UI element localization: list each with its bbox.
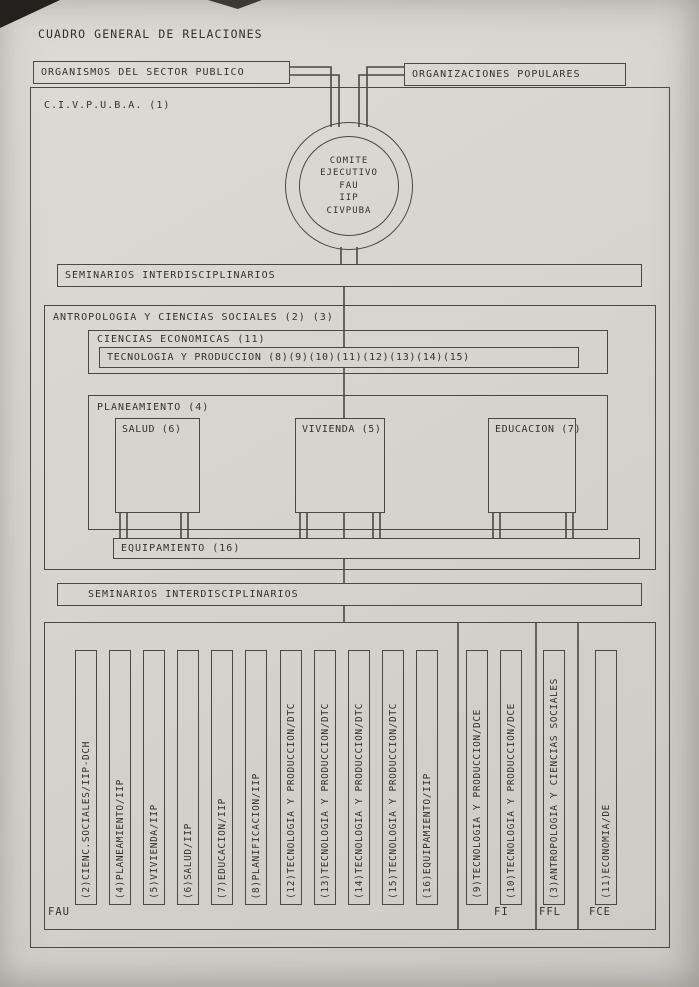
column-label: (10)TECNOLOGIA Y PRODUCCION/DCE — [505, 703, 517, 899]
box-planeamiento: PLANEAMIENTO (4) — [88, 395, 608, 530]
column-11-economia: (11)ECONOMIA/DE — [595, 650, 617, 905]
tecnologia-label: TECNOLOGIA Y PRODUCCION (8)(9)(10)(11)(1… — [107, 352, 470, 363]
column-label: (5)VIVIENDA/IIP — [148, 804, 160, 899]
column-14-tecnologia-dtc: (14)TECNOLOGIA Y PRODUCCION/DTC — [348, 650, 370, 905]
seminars-top-label: SEMINARIOS INTERDISCIPLINARIOS — [65, 270, 276, 281]
column-label: (11)ECONOMIA/DE — [600, 804, 612, 899]
column-8-planificacion: (8)PLANIFICACION/IIP — [245, 650, 267, 905]
planeamiento-label: PLANEAMIENTO (4) — [97, 402, 210, 413]
column-label: (9)TECNOLOGIA Y PRODUCCION/DCE — [471, 709, 483, 899]
organismos-label: ORGANISMOS DEL SECTOR PUBLICO — [41, 67, 245, 78]
committee-line-2: EJECUTIVO — [320, 168, 378, 179]
equipamiento-label: EQUIPAMIENTO (16) — [121, 543, 241, 554]
seminars-bar-bottom: SEMINARIOS INTERDISCIPLINARIOS — [57, 583, 642, 606]
column-12-tecnologia-dtc: (12)TECNOLOGIA Y PRODUCCION/DTC — [280, 650, 302, 905]
organizaciones-label: ORGANIZACIONES POPULARES — [412, 69, 581, 80]
column-label: (16)EQUIPAMIENTO/IIP — [421, 772, 433, 899]
column-15-tecnologia-dtc: (15)TECNOLOGIA Y PRODUCCION/DTC — [382, 650, 404, 905]
committee-line-5: CIVPUBA — [326, 205, 372, 216]
connector-circle-to-seminars — [340, 247, 358, 264]
group-label-fce: FCE — [589, 906, 611, 918]
column-13-tecnologia-dtc: (13)TECNOLOGIA Y PRODUCCION/DTC — [314, 650, 336, 905]
seminars-bar-top: SEMINARIOS INTERDISCIPLINARIOS — [57, 264, 642, 287]
box-antropologia: ANTROPOLOGIA Y CIENCIAS SOCIALES (2) (3) — [44, 305, 656, 570]
antropologia-label: ANTROPOLOGIA Y CIENCIAS SOCIALES (2) (3) — [53, 312, 334, 323]
civpuba-label: C.I.V.P.U.B.A. (1) — [44, 100, 171, 111]
column-label: (7)EDUCACION/IIP — [216, 797, 228, 899]
box-equipamiento: EQUIPAMIENTO (16) — [113, 538, 640, 559]
box-educacion: EDUCACION (7) — [488, 418, 582, 513]
connector-educacion-legs — [492, 513, 574, 538]
connector-vivienda-legs — [299, 513, 381, 538]
page-title: CUADRO GENERAL DE RELACIONES — [38, 27, 263, 41]
scan-notch-artifact — [208, 0, 262, 9]
vivienda-label: VIVIENDA (5) — [302, 424, 382, 435]
column-label: (14)TECNOLOGIA Y PRODUCCION/DTC — [353, 703, 365, 899]
column-label: (13)TECNOLOGIA Y PRODUCCION/DTC — [319, 703, 331, 899]
column-6-salud: (6)SALUD/IIP — [177, 650, 199, 905]
group-label-fi: FI — [494, 906, 509, 918]
column-label: (3)ANTROPOLOGIA Y CIENCIAS SOCIALES — [548, 677, 560, 899]
column-label: (12)TECNOLOGIA Y PRODUCCION/DTC — [285, 703, 297, 899]
connector-right-box-to-circle — [358, 66, 404, 127]
box-ciencias-economicas: CIENCIAS ECONOMICAS (11) — [88, 330, 608, 374]
column-label: (2)CIENC.SOCIALES/IIP-DCH — [80, 741, 92, 899]
connector-left-box-to-circle — [290, 66, 340, 127]
group-label-ffl: FFL — [539, 906, 561, 918]
civpuba-main-frame — [30, 87, 670, 948]
column-10-tecnologia-dce: (10)TECNOLOGIA Y PRODUCCION/DCE — [500, 650, 522, 905]
connector-salud-legs — [119, 513, 189, 538]
committee-line-4: IIP — [339, 193, 359, 204]
committee-outer-ring — [285, 122, 413, 250]
column-7-educacion: (7)EDUCACION/IIP — [211, 650, 233, 905]
column-9-tecnologia-dce: (9)TECNOLOGIA Y PRODUCCION/DCE — [466, 650, 488, 905]
column-label: (6)SALUD/IIP — [182, 823, 194, 899]
column-2-cienc-sociales: (2)CIENC.SOCIALES/IIP-DCH — [75, 650, 97, 905]
column-label: (15)TECNOLOGIA Y PRODUCCION/DTC — [387, 703, 399, 899]
column-4-planeamiento: (4)PLANEAMIENTO/IIP — [109, 650, 131, 905]
box-organismos-sector-publico: ORGANISMOS DEL SECTOR PUBLICO — [33, 61, 290, 84]
box-vivienda: VIVIENDA (5) — [295, 418, 385, 513]
group-label-fau: FAU — [48, 906, 70, 918]
committee-line-1: COMITE — [329, 155, 369, 166]
committee-text: COMITE EJECUTIVO FAU IIP CIVPUBA — [320, 155, 378, 218]
box-organizaciones-populares: ORGANIZACIONES POPULARES — [404, 63, 626, 86]
committee-circle: COMITE EJECUTIVO FAU IIP CIVPUBA — [299, 136, 399, 236]
committee-line-3: FAU — [339, 180, 359, 191]
faculties-section — [44, 622, 656, 930]
box-tecnologia-produccion: TECNOLOGIA Y PRODUCCION (8)(9)(10)(11)(1… — [99, 347, 579, 368]
ciencias-economicas-label: CIENCIAS ECONOMICAS (11) — [97, 334, 266, 345]
column-5-vivienda: (5)VIVIENDA/IIP — [143, 650, 165, 905]
column-label: (4)PLANEAMIENTO/IIP — [114, 778, 126, 899]
column-3-antropologia: (3)ANTROPOLOGIA Y CIENCIAS SOCIALES — [543, 650, 565, 905]
column-16-equipamiento: (16)EQUIPAMIENTO/IIP — [416, 650, 438, 905]
column-label: (8)PLANIFICACION/IIP — [250, 772, 262, 899]
faculty-group-dividers — [457, 622, 579, 930]
seminars-bottom-label: SEMINARIOS INTERDISCIPLINARIOS — [88, 589, 299, 600]
salud-label: SALUD (6) — [122, 424, 182, 435]
box-salud: SALUD (6) — [115, 418, 200, 513]
educacion-label: EDUCACION (7) — [495, 424, 582, 435]
